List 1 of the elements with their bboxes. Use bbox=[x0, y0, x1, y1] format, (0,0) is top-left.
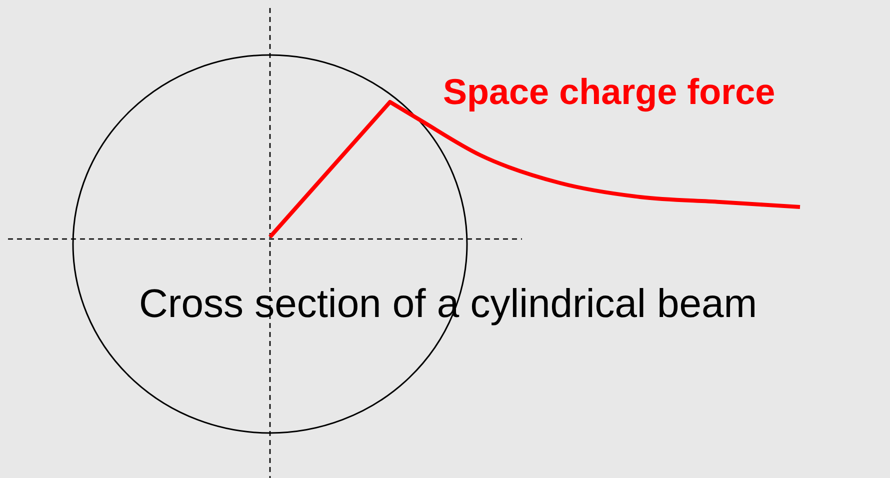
curve-label: Space charge force bbox=[443, 74, 776, 110]
